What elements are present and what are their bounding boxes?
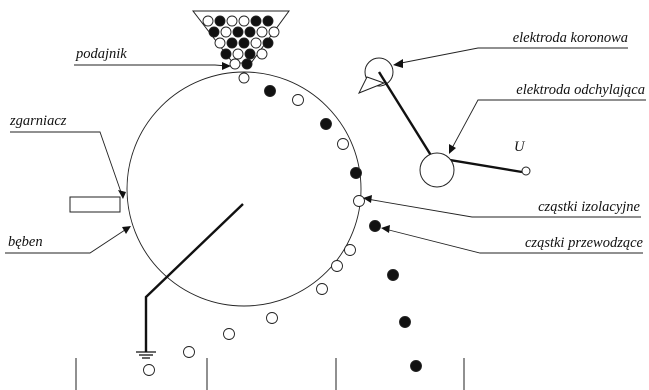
- hopper-particle: [241, 58, 253, 70]
- hopper-particle: [262, 37, 274, 49]
- hopper-particle: [208, 26, 220, 38]
- hopper-particle: [238, 15, 250, 27]
- hopper-particle: [250, 15, 262, 27]
- hopper-particle: [250, 37, 262, 49]
- drum: [126, 71, 362, 307]
- hopper-particle: [220, 48, 232, 60]
- hopper-particle: [229, 58, 241, 70]
- insulating-particle: [316, 283, 328, 295]
- deflecting-electrode: [419, 152, 455, 188]
- insulating-particle: [344, 244, 356, 256]
- corona-wire: [377, 71, 523, 174]
- insulating-particle: [337, 138, 349, 150]
- insulating-particle: [266, 312, 278, 324]
- hopper-particle: [232, 26, 244, 38]
- insulating-particle: [143, 364, 155, 376]
- conductive-particle: [387, 269, 399, 281]
- hopper-particle: [268, 26, 280, 38]
- hopper-particle: [226, 15, 238, 27]
- hopper-particle: [262, 15, 274, 27]
- hopper-particle: [226, 37, 238, 49]
- conductive-particle: [399, 316, 411, 328]
- hopper-particle: [202, 15, 214, 27]
- conductive-particle: [410, 360, 422, 372]
- insulating-particle: [353, 195, 365, 207]
- hopper-particle: [214, 37, 226, 49]
- hopper-particle: [220, 26, 232, 38]
- voltage-terminal: [521, 166, 531, 176]
- ground-wire: [144, 203, 244, 352]
- label-elektroda-koronowa: elektroda koronowa: [513, 30, 628, 46]
- conductive-particle: [369, 220, 381, 232]
- hopper-particle: [232, 48, 244, 60]
- label-elektroda-odchylajaca: elektroda odchylająca: [516, 82, 645, 98]
- conductive-particle: [350, 167, 362, 179]
- conductive-particle: [320, 118, 332, 130]
- leader-lines: [5, 47, 646, 254]
- hopper-particle: [214, 15, 226, 27]
- hopper-particle: [244, 48, 256, 60]
- label-beben: bęben: [8, 234, 43, 250]
- label-czastki-przewodzace: cząstki przewodzące: [525, 235, 644, 251]
- falling-particle: [238, 72, 250, 84]
- label-podajnik: podajnik: [75, 46, 127, 62]
- insulating-particle: [223, 328, 235, 340]
- hopper-particle: [256, 48, 268, 60]
- hopper-particle: [256, 26, 268, 38]
- hopper-particles: [202, 15, 280, 84]
- insulating-particle: [331, 260, 343, 272]
- conductive-particle: [264, 85, 276, 97]
- label-voltage: U: [514, 139, 526, 155]
- ground-icon: [136, 351, 156, 359]
- insulating-particle: [183, 346, 195, 358]
- label-czastki-izolacyjne: cząstki izolacyjne: [538, 199, 640, 215]
- scraper: [69, 196, 121, 213]
- hopper-particle: [238, 37, 250, 49]
- bin-dividers: [75, 358, 465, 390]
- hopper-particle: [244, 26, 256, 38]
- drum-particles: [143, 85, 422, 376]
- insulating-particle: [292, 94, 304, 106]
- label-zgarniacz: zgarniacz: [9, 113, 67, 129]
